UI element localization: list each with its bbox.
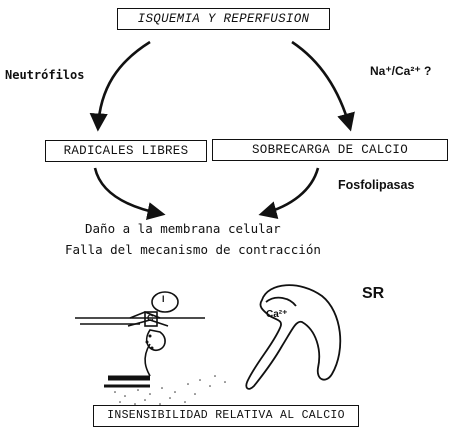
arrow-top-to-left [89,40,151,132]
box-radicales-libres: RADICALES LIBRES [45,140,207,162]
myofilament-illustration [75,291,205,388]
box-isquemia-reperfusion: ISQUEMIA Y REPERFUSION [117,8,330,30]
label-damage-line1: Daño a la membrana celular [85,221,281,236]
label-sr: SR [362,285,385,302]
box-insensibilidad: INSENSIBILIDAD RELATIVA AL CALCIO [93,405,359,427]
arrow-right-to-damage [258,167,320,220]
arrow-top-to-right [291,40,355,132]
label-marker-i: I [162,294,165,304]
box-sobrecarga-calcio: SOBRECARGA DE CALCIO [212,139,448,161]
arrow-left-to-damage [93,167,166,221]
dashed-drop [145,334,154,350]
label-fosfolipasas: Fosfolipasas [338,178,415,192]
label-ca: Ca²⁺ [266,309,288,320]
label-c: C [147,313,154,323]
stipple-pattern [114,375,226,405]
label-na-ca: Na⁺/Ca²⁺ ? [370,64,432,78]
label-damage-line2: Falla del mecanismo de contracción [65,242,321,257]
label-neutrofilos: Neutrófilos [5,68,85,82]
sr-illustration [245,284,342,390]
